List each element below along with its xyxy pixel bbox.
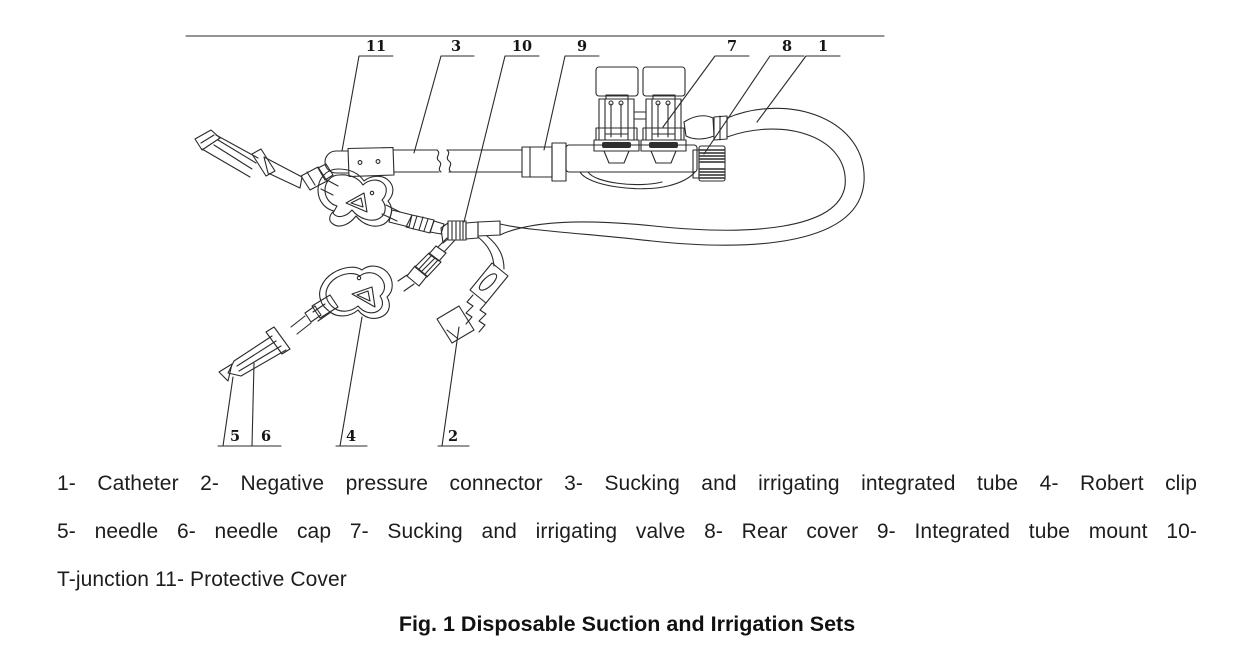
protective-cover-and-tube [324, 146, 523, 178]
negative-pressure-connector [436, 235, 509, 344]
callout-label-1: 1 [817, 38, 829, 55]
legend-line-3: T-junction 11- Protective Cover [57, 568, 347, 591]
callout-label-7: 7 [726, 38, 738, 55]
callout-label-4: 4 [345, 428, 357, 445]
suction-irrigation-set-diagram [185, 35, 885, 447]
robert-clip-lower [312, 265, 393, 322]
needle-and-cap [218, 294, 339, 382]
callout-label-3: 3 [450, 38, 462, 55]
valve-body [565, 144, 698, 190]
robert-clip-upper [317, 168, 401, 227]
valve-tower-left [593, 66, 640, 164]
t-junction [437, 220, 501, 253]
callout-label-6: 6 [260, 428, 272, 445]
callout-label-8: 8 [781, 38, 793, 55]
callout-leader-lines-bottom [217, 316, 470, 447]
callout-leader-lines-top [341, 55, 841, 223]
valve-tower-right [633, 66, 687, 164]
callout-label-9: 9 [576, 38, 588, 55]
upper-branch-connector [388, 209, 445, 235]
lower-branch-connector [397, 245, 447, 292]
rear-cover-and-outlet [683, 115, 728, 182]
callout-label-5: 5 [229, 428, 241, 445]
figure-legend: 1- Catheter 2- Negative pressure connect… [0, 460, 1254, 604]
callout-label-11: 11 [365, 38, 387, 55]
figure-drawing: 11 3 10 9 7 8 1 5 6 4 2 [185, 35, 885, 447]
legend-line-1: 1- Catheter 2- Negative pressure connect… [57, 472, 1197, 495]
integrated-tube-mount [521, 142, 567, 182]
spike-assembly [194, 129, 339, 196]
figure-caption: Fig. 1 Disposable Suction and Irrigation… [398, 612, 856, 636]
callout-label-2: 2 [447, 428, 459, 445]
callout-label-10: 10 [511, 38, 533, 55]
catheter-tube-loop [499, 107, 865, 246]
legend-line-2: 5- needle 6- needle cap 7- Sucking and i… [57, 520, 1197, 543]
